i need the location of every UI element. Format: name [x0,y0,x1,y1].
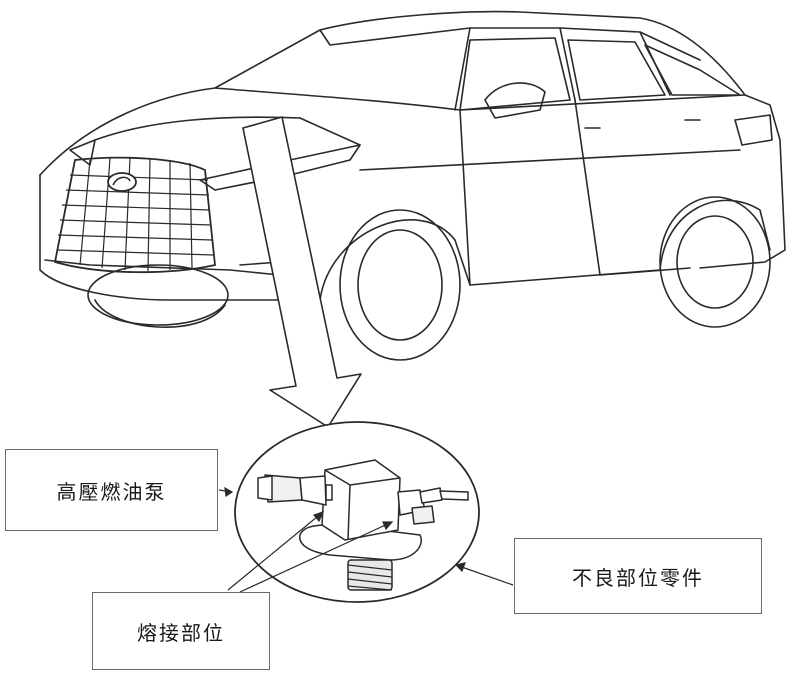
label-text: 不良部位零件 [572,565,704,590]
label-text: 熔接部位 [137,620,225,645]
label-text: 高壓燃油泵 [56,479,167,504]
fuel-pump-illustration [257,459,469,591]
label-weld-area: 熔接部位 [92,592,270,670]
pointer-arrow [242,116,362,428]
label-defective-part: 不良部位零件 [514,538,762,614]
spindle-grille [53,156,216,274]
label-high-pressure-fuel-pump: 高壓燃油泵 [5,449,218,531]
emblem-icon [107,172,137,192]
car-illustration [39,10,786,361]
leader-lines [218,486,514,593]
